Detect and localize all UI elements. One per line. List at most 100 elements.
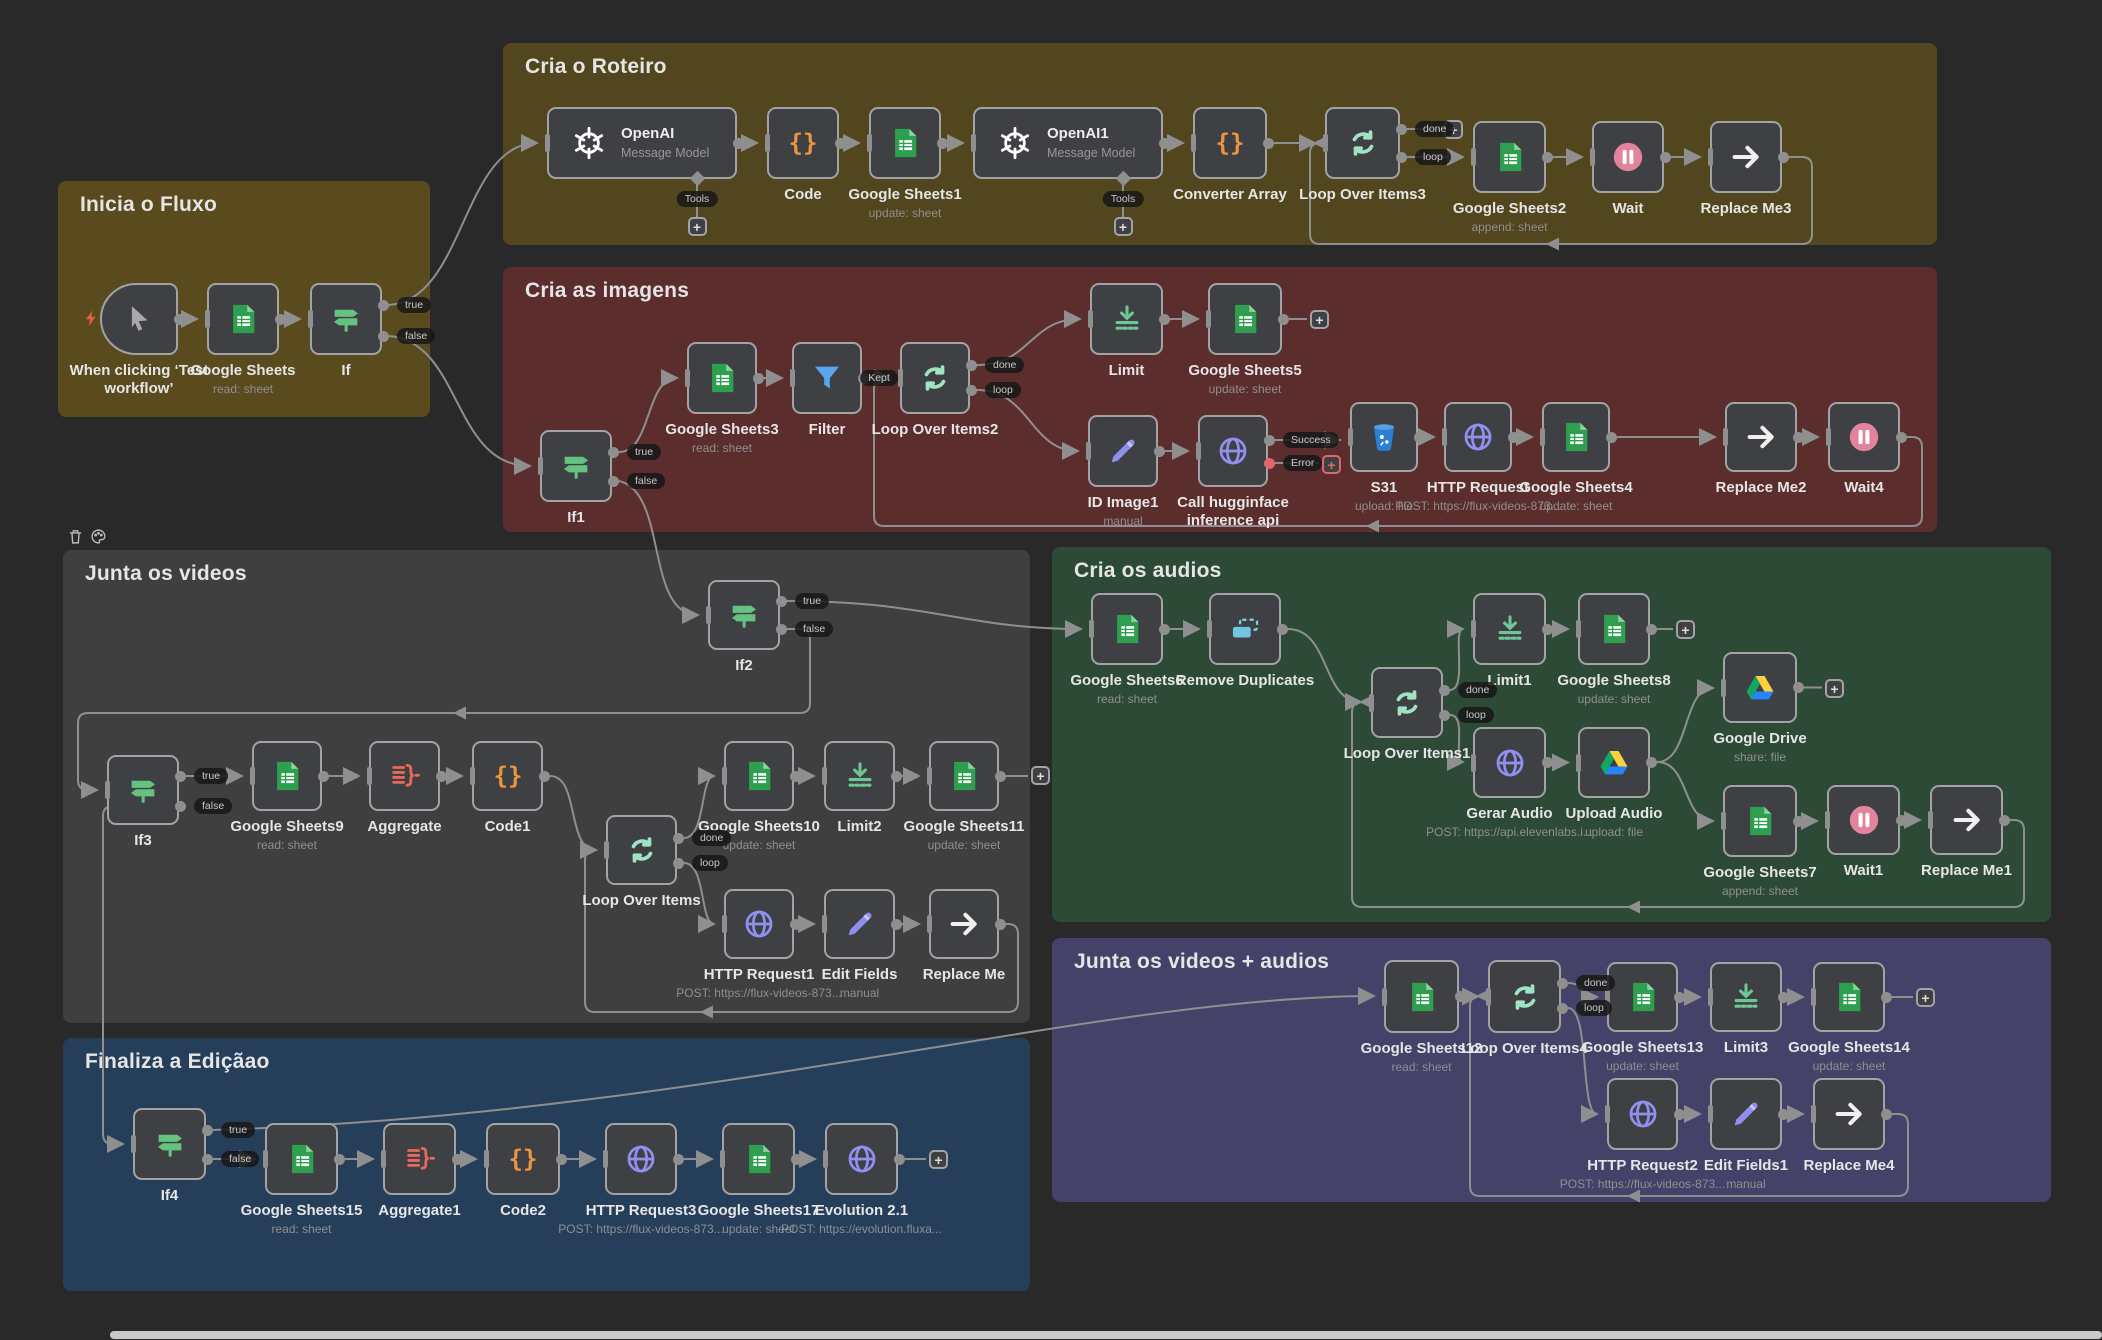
input-port[interactable] bbox=[1590, 148, 1595, 166]
output-port[interactable] bbox=[1793, 815, 1804, 827]
input-port[interactable] bbox=[1471, 753, 1476, 772]
input-port[interactable] bbox=[867, 134, 872, 152]
node-httpreq2[interactable] bbox=[1607, 1078, 1678, 1150]
node-limit1[interactable] bbox=[1473, 593, 1546, 665]
input-port[interactable] bbox=[722, 767, 727, 785]
input-port[interactable] bbox=[263, 1150, 268, 1168]
output-port-false[interactable] bbox=[608, 475, 619, 487]
output-port[interactable] bbox=[891, 918, 902, 930]
node-replaceme4[interactable] bbox=[1813, 1078, 1885, 1150]
input-port[interactable] bbox=[1088, 310, 1093, 328]
input-port[interactable] bbox=[1708, 1105, 1713, 1123]
input-port[interactable] bbox=[1206, 310, 1211, 328]
trash-icon[interactable] bbox=[67, 528, 84, 545]
output-port[interactable] bbox=[1660, 151, 1671, 163]
input-port[interactable] bbox=[131, 1135, 136, 1153]
output-port[interactable] bbox=[334, 1153, 345, 1165]
output-port[interactable] bbox=[733, 137, 744, 149]
node-gsheets10[interactable] bbox=[724, 741, 794, 811]
output-port[interactable] bbox=[753, 372, 764, 384]
input-port[interactable] bbox=[308, 310, 313, 328]
node-loop1[interactable] bbox=[1371, 667, 1443, 738]
node-replaceme[interactable] bbox=[929, 889, 999, 959]
add-node-button[interactable]: + bbox=[1676, 620, 1695, 639]
output-port-error[interactable] bbox=[1264, 457, 1275, 469]
output-port[interactable] bbox=[790, 918, 801, 930]
output-port[interactable] bbox=[937, 137, 948, 149]
node-editfields[interactable] bbox=[824, 889, 895, 959]
output-port[interactable] bbox=[275, 313, 286, 325]
output-port-done[interactable] bbox=[673, 832, 684, 844]
node-gsheets_g1[interactable] bbox=[207, 283, 279, 355]
node-loop3[interactable] bbox=[1325, 107, 1400, 179]
node-gsheets5[interactable] bbox=[1208, 283, 1282, 355]
input-port[interactable] bbox=[1811, 988, 1816, 1006]
node-gsheets14[interactable] bbox=[1813, 962, 1885, 1032]
input-port[interactable] bbox=[706, 606, 711, 624]
output-port-loop[interactable] bbox=[1439, 709, 1450, 721]
output-port-true[interactable] bbox=[378, 299, 389, 311]
input-port[interactable] bbox=[685, 369, 690, 387]
node-gsheets1[interactable] bbox=[869, 107, 941, 179]
input-port[interactable] bbox=[1442, 428, 1447, 446]
node-wait4[interactable] bbox=[1828, 402, 1900, 472]
input-port[interactable] bbox=[1928, 811, 1933, 829]
node-limit[interactable] bbox=[1090, 283, 1163, 355]
input-port[interactable] bbox=[1369, 693, 1374, 712]
input-port[interactable] bbox=[1825, 811, 1830, 829]
output-port[interactable] bbox=[791, 1153, 802, 1165]
node-upload[interactable] bbox=[1578, 727, 1650, 798]
node-if_g1[interactable] bbox=[310, 283, 382, 355]
output-port[interactable] bbox=[1881, 1108, 1892, 1120]
output-port-done[interactable] bbox=[1396, 123, 1407, 135]
output-port-done[interactable] bbox=[1439, 684, 1450, 696]
input-port[interactable] bbox=[1382, 987, 1387, 1006]
node-editfields1[interactable] bbox=[1710, 1078, 1782, 1150]
input-port[interactable] bbox=[765, 134, 770, 152]
output-port-false[interactable] bbox=[175, 800, 186, 812]
add-node-button[interactable]: + bbox=[1825, 679, 1844, 698]
node-httpreq3[interactable] bbox=[605, 1123, 677, 1195]
input-port[interactable] bbox=[603, 1150, 608, 1168]
input-port[interactable] bbox=[1540, 428, 1545, 446]
node-s31[interactable] bbox=[1350, 402, 1418, 472]
node-gsheets2[interactable] bbox=[1473, 121, 1546, 193]
output-port[interactable] bbox=[1793, 431, 1804, 443]
node-wait1[interactable] bbox=[1827, 785, 1900, 855]
output-port[interactable] bbox=[1278, 313, 1289, 325]
node-if2[interactable] bbox=[708, 580, 780, 650]
output-port[interactable] bbox=[1277, 623, 1288, 635]
input-port[interactable] bbox=[971, 134, 976, 152]
input-port[interactable] bbox=[898, 369, 903, 387]
output-port[interactable] bbox=[673, 1153, 684, 1165]
output-port[interactable] bbox=[1778, 1108, 1789, 1120]
input-port[interactable] bbox=[470, 767, 475, 785]
output-port[interactable] bbox=[452, 1153, 463, 1165]
node-replaceme2[interactable] bbox=[1725, 402, 1797, 472]
output-port[interactable] bbox=[891, 770, 902, 782]
input-port[interactable] bbox=[205, 310, 210, 328]
output-port-loop[interactable] bbox=[966, 384, 977, 396]
output-port[interactable] bbox=[995, 770, 1006, 782]
input-port[interactable] bbox=[538, 457, 543, 475]
node-loop2[interactable] bbox=[900, 342, 970, 414]
output-port[interactable] bbox=[1778, 991, 1789, 1003]
output-port-false[interactable] bbox=[378, 330, 389, 342]
add-node-button[interactable]: + bbox=[1322, 455, 1341, 474]
input-port[interactable] bbox=[1486, 987, 1491, 1006]
node-gsheets13[interactable] bbox=[1607, 962, 1678, 1032]
node-replaceme3[interactable] bbox=[1710, 121, 1782, 193]
add-node-button[interactable]: + bbox=[1916, 988, 1935, 1007]
node-aggregate1[interactable] bbox=[383, 1123, 456, 1195]
input-port[interactable] bbox=[720, 1150, 725, 1168]
node-removedup[interactable] bbox=[1209, 593, 1281, 665]
input-port[interactable] bbox=[927, 915, 932, 933]
input-port[interactable] bbox=[604, 841, 609, 859]
node-hugg[interactable] bbox=[1198, 415, 1268, 487]
input-port[interactable] bbox=[1089, 620, 1094, 638]
input-port[interactable] bbox=[1196, 442, 1201, 460]
output-port[interactable] bbox=[1793, 682, 1804, 693]
output-port[interactable] bbox=[1154, 445, 1165, 457]
